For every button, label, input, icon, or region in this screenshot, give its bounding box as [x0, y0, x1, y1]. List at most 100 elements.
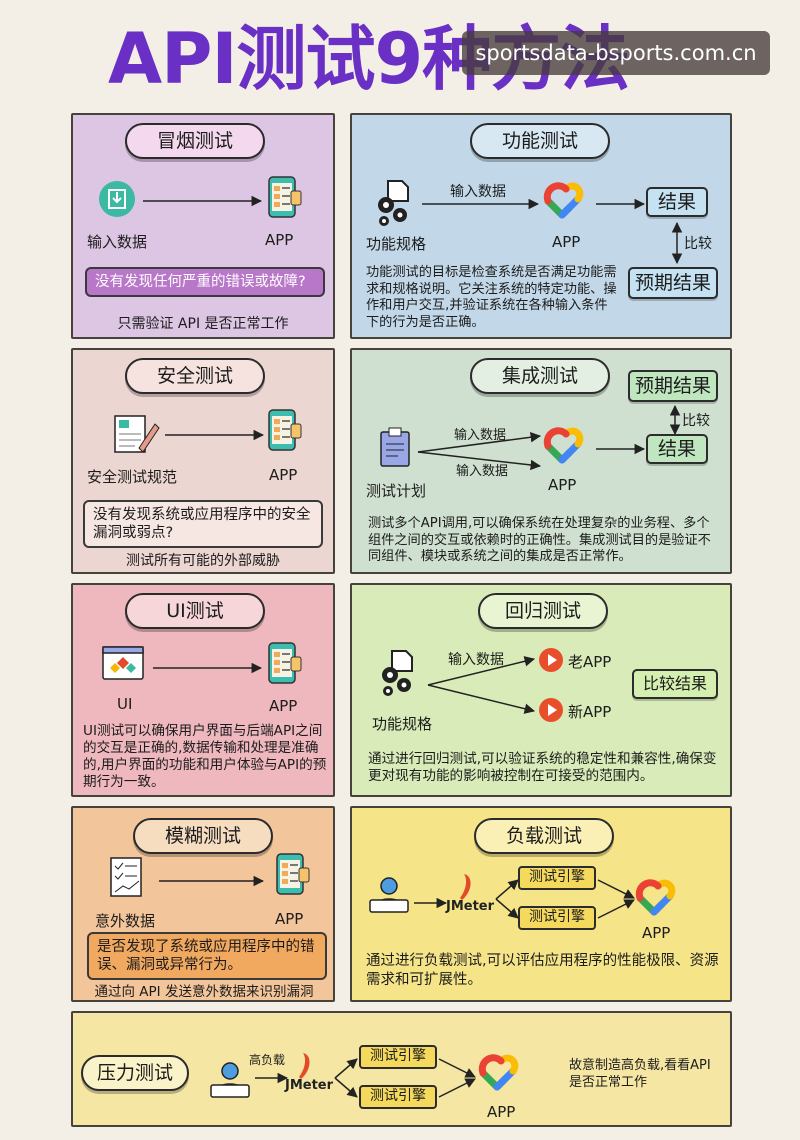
stress-description: 故意制造高负载,看看API是否正常工作 — [569, 1058, 711, 1090]
arrow — [153, 662, 263, 674]
smoke-title: 冒烟测试 — [125, 123, 265, 159]
fuzz-note: 通过向 API 发送意外数据来识别漏洞 — [94, 984, 314, 1000]
play-icon — [539, 648, 563, 672]
functional-result-box: 结果 — [646, 187, 708, 217]
integration-expected-box: 预期结果 — [628, 370, 718, 402]
arrow — [165, 429, 265, 441]
smoke-question: 没有发现任何严重的错误或故障? — [85, 267, 325, 297]
arrows — [334, 1058, 358, 1098]
google-fit-heart-icon — [548, 187, 588, 221]
ui-test-card: UI测试 UI APP UI测试可以确保用户界面与后端API之间的交互是正确的,… — [71, 583, 335, 797]
user-laptop-icon — [210, 1062, 250, 1098]
arrow — [159, 875, 265, 887]
fuzz-data-label: 意外数据 — [95, 912, 156, 930]
integration-input2-label: 输入数据 — [456, 464, 509, 479]
load-engine-2: 测试引擎 — [518, 906, 596, 930]
regression-spec-label: 功能规格 — [372, 715, 433, 733]
arrow — [255, 1072, 289, 1084]
clipboard-icon — [380, 427, 410, 467]
regression-input-label: 输入数据 — [448, 652, 504, 668]
arrow — [596, 443, 646, 455]
load-engine-1: 测试引擎 — [518, 866, 596, 890]
double-arrow — [671, 221, 683, 265]
load-title: 负载测试 — [474, 818, 614, 854]
integration-title: 集成测试 — [470, 358, 610, 394]
functional-expected-box: 预期结果 — [628, 267, 718, 299]
stress-engine-2: 测试引擎 — [359, 1085, 437, 1109]
arrow — [414, 897, 448, 909]
gears-icon — [381, 650, 413, 697]
ui-description: UI测试可以确保用户界面与后端API之间的交互是正确的,数据传输和处理是准确的,… — [83, 723, 327, 790]
checklist-chart-icon — [110, 857, 142, 897]
arrow — [596, 198, 646, 210]
security-test-card: 安全测试 安全测试规范 APP 没有发现系统或应用程序中的安全漏洞或弱点? 测试… — [71, 348, 335, 574]
security-app-label: APP — [269, 466, 298, 484]
security-title: 安全测试 — [125, 358, 265, 394]
phone-app-icon — [276, 853, 310, 895]
stress-title: 压力测试 — [81, 1055, 189, 1091]
integration-compare-label: 比较 — [682, 413, 710, 429]
smoke-app-label: APP — [265, 231, 294, 249]
gears-icon — [377, 180, 409, 227]
arrows — [427, 656, 536, 714]
google-fit-heart-icon — [640, 884, 680, 918]
integration-app-label: APP — [548, 476, 577, 494]
regression-test-card: 回归测试 输入数据 老APP 新APP 比较结果 功能规格 通过进行回归测试,可… — [350, 583, 732, 797]
ui-title: UI测试 — [125, 593, 265, 629]
functional-spec-label: 功能规格 — [366, 235, 427, 253]
ui-window-icon — [102, 646, 144, 680]
user-laptop-icon — [369, 877, 409, 913]
arrow — [143, 195, 263, 207]
jmeter-feather-icon — [284, 1053, 334, 1093]
play-icon — [539, 698, 563, 722]
functional-app-label: APP — [552, 233, 581, 251]
fuzz-title: 模糊测试 — [133, 818, 273, 854]
jmeter-feather-icon — [445, 874, 495, 914]
integration-test-card: 集成测试 预期结果 比较 输入数据 输入数据 结果 测试计划 APP 测试多个A… — [350, 348, 732, 574]
regression-compare-box: 比较结果 — [632, 669, 718, 699]
fuzz-app-label: APP — [275, 910, 304, 928]
arrows — [597, 879, 635, 919]
fuzz-test-card: 模糊测试 意外数据 APP 是否发现了系统或应用程序中的错误、漏洞或异常行为。 … — [71, 806, 335, 1002]
ui-app-label: APP — [269, 697, 298, 715]
security-question: 没有发现系统或应用程序中的安全漏洞或弱点? — [83, 500, 323, 548]
regression-description: 通过进行回归测试,可以验证系统的稳定性和兼容性,确保变更对现有功能的影响被控制在… — [368, 751, 717, 784]
functional-title: 功能测试 — [470, 123, 610, 159]
arrows — [417, 432, 542, 471]
smoke-note: 只需验证 API 是否正常工作 — [117, 316, 289, 332]
load-test-card: 负载测试 测试引擎 测试引擎 APP 通过进行负载测试,可以评估应用程序的性能极… — [350, 806, 732, 1002]
smoke-input-label: 输入数据 — [87, 233, 148, 251]
integration-plan-label: 测试计划 — [366, 482, 427, 500]
fuzz-question: 是否发现了系统或应用程序中的错误、漏洞或异常行为。 — [87, 932, 327, 980]
double-arrow — [669, 404, 681, 436]
load-app-label: APP — [642, 924, 671, 942]
document-pen-icon — [114, 415, 160, 453]
load-description: 通过进行负载测试,可以评估应用程序的性能极限、资源需求和可扩展性。 — [366, 953, 719, 988]
arrows — [438, 1058, 476, 1098]
google-fit-heart-icon — [483, 1059, 523, 1093]
google-fit-heart-icon — [548, 432, 588, 466]
integration-input1-label: 输入数据 — [454, 428, 507, 443]
phone-app-icon — [268, 642, 302, 684]
stress-test-card: 压力测试 高负载 测试引擎 测试引擎 APP 故意制造高负载,看看API是否正常… — [71, 1011, 732, 1127]
functional-compare-label: 比较 — [684, 236, 712, 252]
functional-test-card: 功能测试 输入数据 结果 比较 功能规格 APP 预期结果 功能测试的目标是检查… — [350, 113, 732, 339]
download-icon — [99, 181, 135, 217]
arrows — [495, 879, 519, 919]
regression-title: 回归测试 — [478, 593, 608, 629]
stress-engine-1: 测试引擎 — [359, 1045, 437, 1069]
security-spec-label: 安全测试规范 — [87, 468, 178, 486]
ui-label: UI — [117, 695, 133, 713]
phone-app-icon — [268, 409, 302, 451]
watermark: sportsdata-bsports.com.cn — [462, 31, 770, 75]
functional-input-label: 输入数据 — [450, 184, 506, 200]
functional-description: 功能测试的目标是检查系统是否满足功能需求和规格说明。它关注系统的特定功能、操作和… — [366, 265, 617, 330]
phone-app-icon — [268, 176, 302, 218]
regression-new-app: 新APP — [568, 703, 612, 721]
arrow — [422, 198, 540, 210]
regression-old-app: 老APP — [568, 653, 612, 671]
security-note: 测试所有可能的外部威胁 — [126, 553, 280, 569]
integration-description: 测试多个API调用,可以确保系统在处理复杂的业务程、多个组件之间的交互或依赖时的… — [368, 516, 711, 564]
stress-app-label: APP — [487, 1103, 516, 1121]
